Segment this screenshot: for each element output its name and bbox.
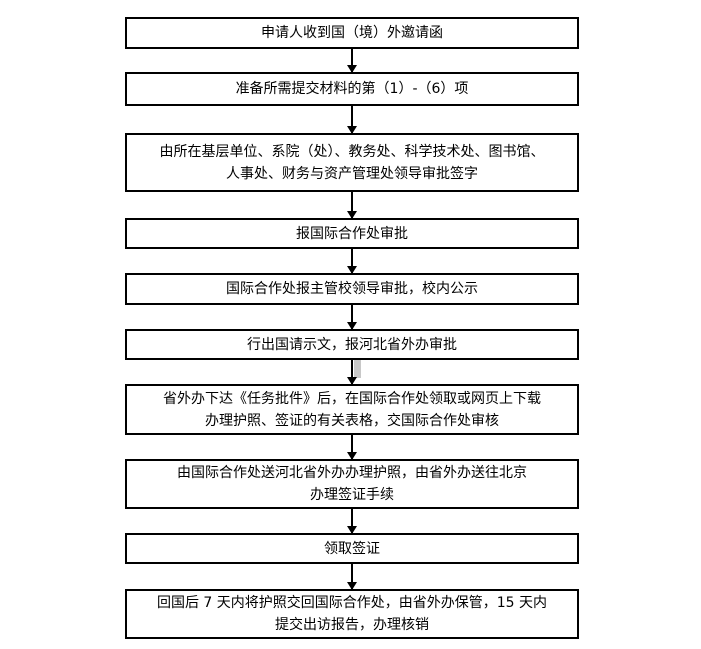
step-4-text: 报国际合作处审批 (296, 225, 408, 242)
step-3-text: 由所在基层单位、系院（处）、教务处、科学技术处、图书馆、 人事处、财务与资产管理… (159, 143, 545, 182)
step-7-task-approval-forms: 省外办下达《任务批件》后，在国际合作处领取或网页上下载 办理护照、签证的有关表格… (125, 384, 579, 435)
step-3-department-signatures: 由所在基层单位、系院（处）、教务处、科学技术处、图书馆、 人事处、财务与资产管理… (125, 133, 579, 192)
arrow-down-icon (347, 564, 357, 590)
step-8-text: 由国际合作处送河北省外办办理护照，由省外办送往北京 办理签证手续 (177, 465, 527, 503)
arrow-down-icon (347, 249, 357, 274)
step-1-receive-invitation: 申请人收到国（境）外邀请函 (125, 17, 579, 49)
step-7-text: 省外办下达《任务批件》后，在国际合作处领取或网页上下载 办理护照、签证的有关表格… (163, 390, 541, 429)
step-9-text: 领取签证 (324, 540, 380, 557)
step-9-collect-visa: 领取签证 (125, 533, 579, 564)
step-8-passport-visa-processing: 由国际合作处送河北省外办办理护照，由省外办送往北京 办理签证手续 (125, 459, 579, 509)
arrow-down-icon (347, 305, 357, 330)
arrow-down-icon (347, 192, 357, 219)
step-5-text: 国际合作处报主管校领导审批，校内公示 (226, 281, 478, 297)
step-6-text: 行出国请示文，报河北省外办审批 (247, 336, 457, 353)
step-10-return-and-report: 回国后 7 天内将护照交回国际合作处，由省外办保管，15 天内 提交出访报告，办… (125, 589, 579, 639)
step-10-text: 回国后 7 天内将护照交回国际合作处，由省外办保管，15 天内 提交出访报告，办… (156, 595, 548, 633)
step-6-provincial-approval: 行出国请示文，报河北省外办审批 (125, 329, 579, 360)
selection-marker (354, 360, 361, 378)
step-1-text: 申请人收到国（境）外邀请函 (261, 25, 443, 41)
step-5-school-leader-approval: 国际合作处报主管校领导审批，校内公示 (125, 273, 579, 305)
step-4-intl-office-approval: 报国际合作处审批 (125, 218, 579, 249)
arrow-down-icon (347, 509, 357, 534)
arrow-down-icon (347, 106, 357, 134)
step-2-text: 准备所需提交材料的第（1）-（6）项 (235, 81, 469, 97)
arrow-down-icon (347, 435, 357, 460)
arrow-down-icon (347, 49, 357, 73)
arrow-down-icon (347, 360, 357, 385)
step-2-prepare-materials: 准备所需提交材料的第（1）-（6）项 (125, 72, 579, 106)
